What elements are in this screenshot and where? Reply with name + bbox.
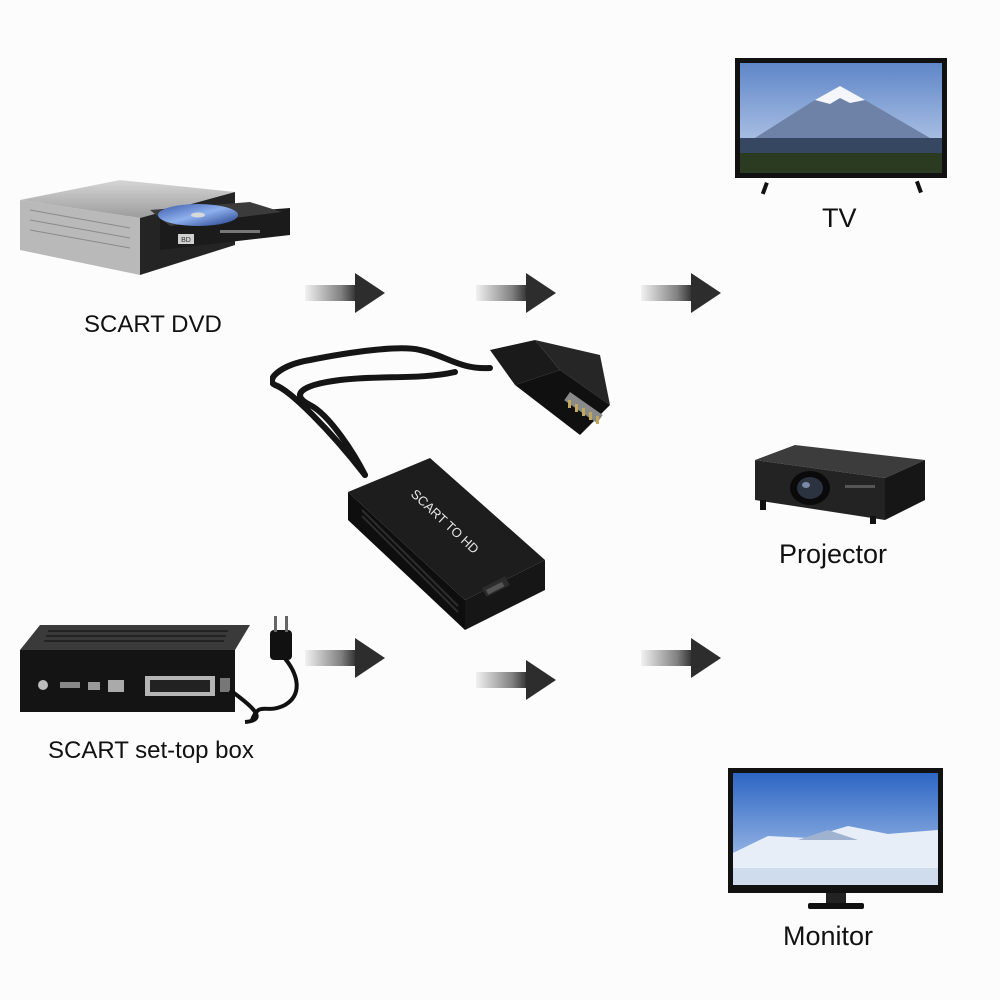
- adapter-box: [348, 458, 545, 630]
- arrow-right-icon: [641, 635, 721, 681]
- projector-label: Projector: [779, 541, 887, 568]
- set-top-box-label: SCART set-top box: [48, 739, 254, 763]
- set-top-box-graphic: [20, 610, 310, 730]
- scart-plug: [490, 340, 610, 435]
- tv: [735, 58, 947, 196]
- tv-graphic: [735, 58, 947, 196]
- monitor: [728, 768, 943, 913]
- arrow-right-icon: [476, 270, 556, 316]
- monitor-label: Monitor: [783, 923, 873, 950]
- dvd-player-graphic: BD: [20, 180, 300, 290]
- arrow-right-icon: [305, 270, 385, 316]
- arrow-right-icon: [641, 270, 721, 316]
- arrow-right-icon: [305, 635, 385, 681]
- arrow-right-icon: [476, 657, 556, 703]
- set-top-box: [20, 610, 310, 730]
- disc-logo: BD: [181, 237, 191, 244]
- projector: [750, 440, 930, 530]
- dvd-label: SCART DVD: [84, 313, 222, 337]
- dvd-player: BD: [20, 180, 300, 290]
- scart-to-hd-adapter: SCART TO HD: [270, 330, 620, 640]
- adapter-graphic: SCART TO HD: [270, 330, 620, 640]
- monitor-graphic: [728, 768, 943, 913]
- tv-label: TV: [822, 205, 857, 232]
- projector-graphic: [750, 440, 930, 530]
